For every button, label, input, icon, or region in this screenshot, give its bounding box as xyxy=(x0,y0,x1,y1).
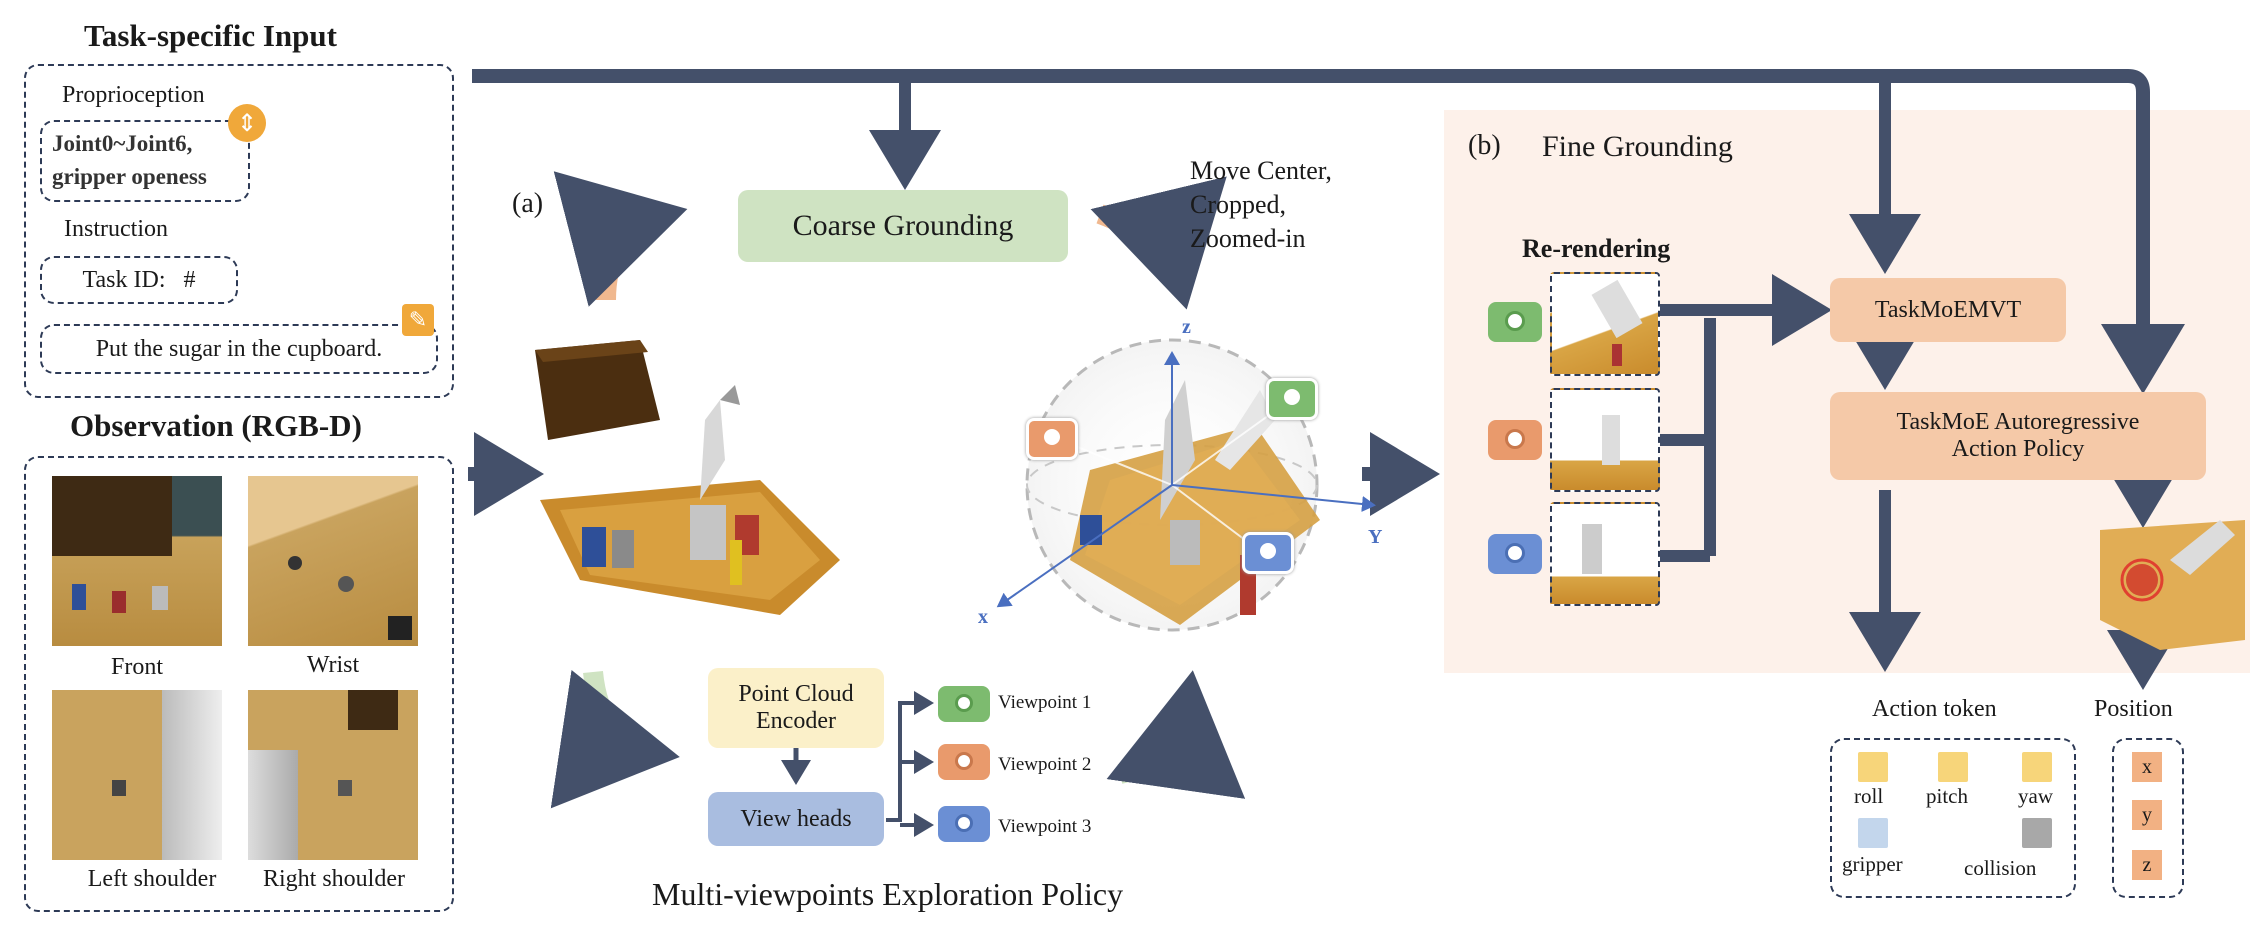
taskmoe-policy-box: TaskMoE Autoregressive Action Policy xyxy=(1830,392,2206,480)
gripper-swatch xyxy=(1858,818,1888,848)
task-input-box xyxy=(24,64,454,398)
move-note-2: Cropped, xyxy=(1190,190,1287,219)
curve-up-green xyxy=(1106,670,1246,799)
top-feed-arrow xyxy=(472,69,2185,394)
viewpoint-2-label: Viewpoint 2 xyxy=(998,754,1092,775)
edit-icon: ✎ xyxy=(402,304,434,336)
encoder-line-2: Encoder xyxy=(756,708,836,734)
yaw-label: yaw xyxy=(2018,784,2053,808)
move-note-1: Move Center, xyxy=(1190,156,1332,185)
position-label: Position xyxy=(2094,696,2173,722)
curve-down-orange xyxy=(1090,176,1227,310)
collision-swatch xyxy=(2022,818,2052,848)
camera-green-icon xyxy=(938,686,990,722)
left-shoulder-view-label: Left shoulder xyxy=(87,866,217,892)
encoder-line-1: Point Cloud xyxy=(738,681,854,707)
taskmoe-emvt-box: TaskMoEMVT xyxy=(1830,278,2066,342)
camera-blue-sphere-icon xyxy=(1242,532,1294,574)
policy-line-1: TaskMoE Autoregressive xyxy=(1896,409,2140,435)
y-axis xyxy=(1171,484,1376,512)
viewpoint-3-label: Viewpoint 3 xyxy=(998,816,1092,837)
wrist-view-image xyxy=(248,476,418,646)
view-heads-box: View heads xyxy=(708,792,884,846)
roll-label: roll xyxy=(1854,784,1884,808)
section-a-label: (a) xyxy=(512,188,544,219)
rerender-view-2 xyxy=(1550,388,1660,492)
gripper-label: gripper xyxy=(1842,852,1903,876)
coarse-grounding-box: Coarse Grounding xyxy=(738,190,1068,262)
rerender-camera-blue-icon xyxy=(1488,534,1542,574)
collision-label: collision xyxy=(1964,856,2037,880)
action-token-box xyxy=(1830,738,2076,898)
position-x: x xyxy=(2132,752,2162,782)
proprioception-value-2: gripper openess xyxy=(52,164,207,189)
position-y: y xyxy=(2132,800,2162,830)
proprioception-box xyxy=(40,120,250,202)
position-z: z xyxy=(2132,850,2162,880)
x-axis xyxy=(996,484,1173,608)
wrist-view-label: Wrist xyxy=(306,652,360,678)
curve-up-orange xyxy=(553,171,688,307)
camera-orange-icon xyxy=(938,744,990,780)
right-shoulder-view-image xyxy=(248,690,418,860)
section-a-caption: Multi-viewpoints Exploration Policy xyxy=(652,876,1124,912)
rerender-view-3 xyxy=(1550,502,1660,606)
y-axis-label: Y xyxy=(1368,526,1383,548)
rerender-camera-green-icon xyxy=(1488,302,1542,342)
policy-line-2: Action Policy xyxy=(1951,436,2085,462)
rerender-view-1 xyxy=(1550,272,1660,376)
observation-box xyxy=(24,456,454,912)
roll-swatch xyxy=(1858,752,1888,782)
curve-down-green xyxy=(550,669,680,809)
left-shoulder-view-image xyxy=(52,690,222,860)
point-cloud-encoder-box: Point Cloud Encoder xyxy=(708,668,884,748)
camera-green-sphere-icon xyxy=(1266,378,1318,420)
right-shoulder-view-label: Right shoulder xyxy=(263,866,405,892)
move-note-3: Zoomed-in xyxy=(1190,224,1306,253)
fine-grounding-title: Fine Grounding xyxy=(1542,130,1733,163)
viewpoint-1-label: Viewpoint 1 xyxy=(998,692,1092,713)
x-axis-label: x xyxy=(978,606,988,628)
front-view-label: Front xyxy=(110,654,163,680)
section-b-label: (b) xyxy=(1468,130,1501,161)
action-token-label: Action token xyxy=(1872,696,1997,722)
rerendering-label: Re-rendering xyxy=(1522,234,1671,263)
proprioception-value-1: Joint0~Joint6, xyxy=(52,131,193,156)
instruction-text-box: Put the sugar in the cupboard. xyxy=(40,324,438,374)
camera-orange-sphere-icon xyxy=(1026,418,1078,460)
front-view-image xyxy=(52,476,222,646)
z-axis-label: z xyxy=(1182,316,1191,338)
pitch-swatch xyxy=(1938,752,1968,782)
yaw-swatch xyxy=(2022,752,2052,782)
pitch-label: pitch xyxy=(1926,784,1968,808)
task-id-box: Task ID: # xyxy=(40,256,238,304)
point-cloud-scene xyxy=(535,340,840,615)
position-thumbnail xyxy=(2100,520,2245,650)
rerender-camera-orange-icon xyxy=(1488,420,1542,460)
joint-icon: ⇕ xyxy=(228,104,266,142)
instruction-label: Instruction xyxy=(64,216,168,242)
task-input-title: Task-specific Input xyxy=(84,18,337,53)
observation-title: Observation (RGB-D) xyxy=(70,408,362,443)
proprioception-label: Proprioception xyxy=(62,82,205,108)
camera-blue-icon xyxy=(938,806,990,842)
position-box xyxy=(2112,738,2184,898)
